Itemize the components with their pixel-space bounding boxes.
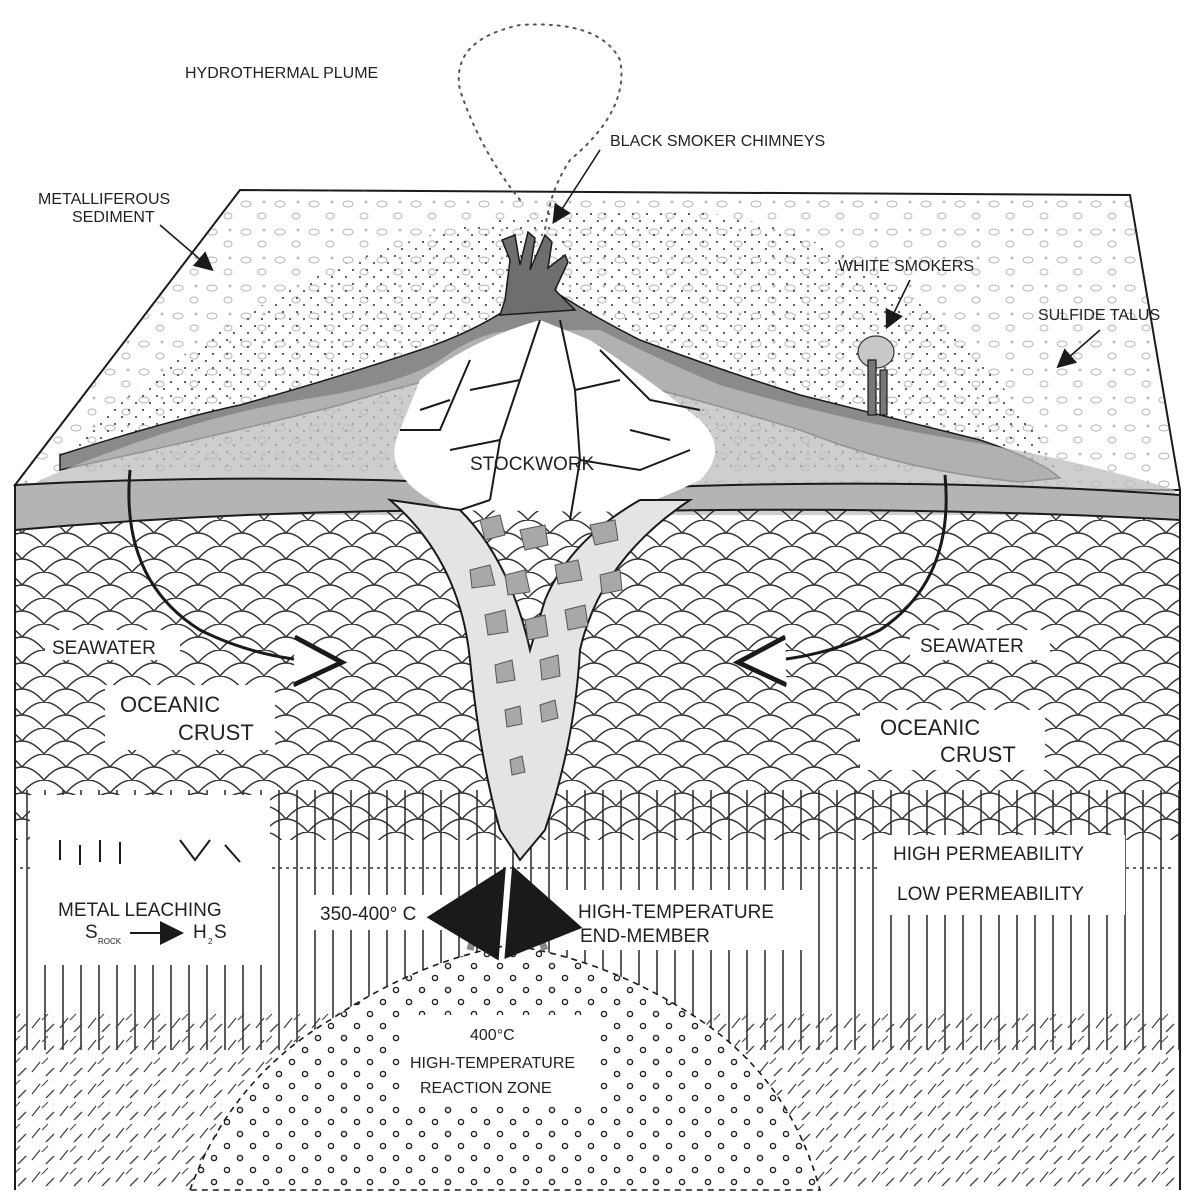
label-sulfide-talus: SULFIDE TALUS: [1038, 307, 1160, 324]
label-s-rock: S: [85, 922, 98, 943]
label-sediment: SEDIMENT: [72, 209, 155, 226]
label-h2s-s: S: [214, 922, 227, 943]
label-end-member-2: END-MEMBER: [580, 926, 710, 947]
label-reaction-temp: 400°C: [470, 1027, 515, 1044]
label-temp-range: 350-400° C: [320, 904, 416, 925]
label-h2s-sub: 2: [208, 937, 213, 946]
label-metal-leaching: METAL LEACHING: [58, 900, 222, 921]
label-oceanic-left: OCEANIC: [120, 692, 220, 717]
label-crust-left: CRUST: [178, 720, 254, 745]
label-end-member-1: HIGH-TEMPERATURE: [578, 902, 774, 923]
label-hydrothermal-plume: HYDROTHERMAL PLUME: [185, 65, 378, 82]
label-reaction-2: REACTION ZONE: [420, 1080, 552, 1097]
label-low-permeability: LOW PERMEABILITY: [897, 884, 1084, 905]
label-seawater-left: SEAWATER: [52, 638, 156, 659]
label-metalliferous: METALLIFEROUS: [38, 191, 170, 208]
label-s-rock-sub: ROCK: [98, 937, 122, 946]
label-high-permeability: HIGH PERMEABILITY: [893, 844, 1084, 865]
label-white-smokers: WHITE SMOKERS: [838, 258, 974, 275]
label-reaction-1: HIGH-TEMPERATURE: [410, 1055, 575, 1072]
label-black-smoker-chimneys: BLACK SMOKER CHIMNEYS: [610, 133, 825, 150]
label-seawater-right: SEAWATER: [920, 636, 1024, 657]
label-stockwork: STOCKWORK: [470, 454, 595, 475]
label-crust-right: CRUST: [940, 742, 1016, 767]
label-oceanic-right: OCEANIC: [880, 715, 980, 740]
label-h2s-h: H: [193, 922, 207, 943]
